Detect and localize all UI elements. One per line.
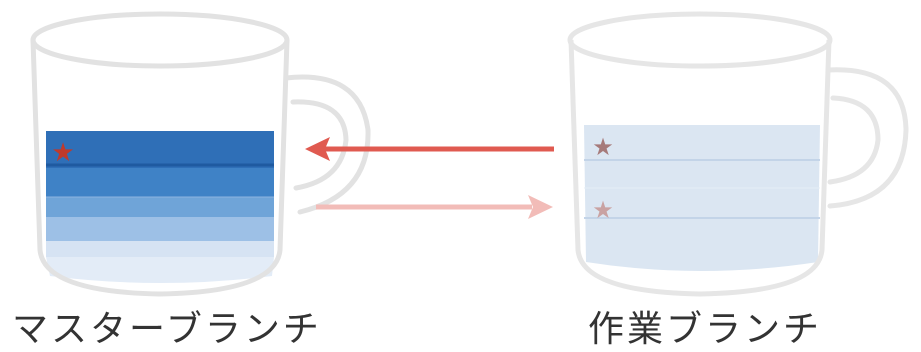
- work-star-icon: ★: [592, 133, 614, 161]
- work-mug: ★ ★: [567, 11, 909, 297]
- work-liquid: [584, 125, 820, 271]
- master-layer-mid: [46, 168, 274, 197]
- master-layer-pale: [46, 217, 274, 241]
- work-mug-body: [568, 39, 832, 297]
- work-mug-handle: [825, 67, 909, 209]
- branch-arrow-head: [528, 195, 553, 219]
- master-layer-dark: [46, 131, 274, 168]
- master-layer-light: [46, 197, 274, 217]
- master-branch-label: マスターブランチ: [12, 309, 322, 350]
- merge-arrow-head: [305, 137, 330, 161]
- master-layer-bottom: [46, 257, 274, 283]
- branch-arrow: [316, 195, 553, 219]
- work-star-icon: ★: [592, 196, 614, 224]
- master-mug: ★: [30, 11, 371, 297]
- master-mug-handle: [283, 74, 371, 215]
- master-mug-rim: [30, 11, 290, 69]
- work-branch-label: 作業ブランチ: [588, 309, 823, 350]
- work-mug-rim: [567, 11, 833, 69]
- master-mug-body: [30, 39, 290, 297]
- merge-arrow: [305, 137, 554, 161]
- master-star-icon: ★: [51, 138, 74, 168]
